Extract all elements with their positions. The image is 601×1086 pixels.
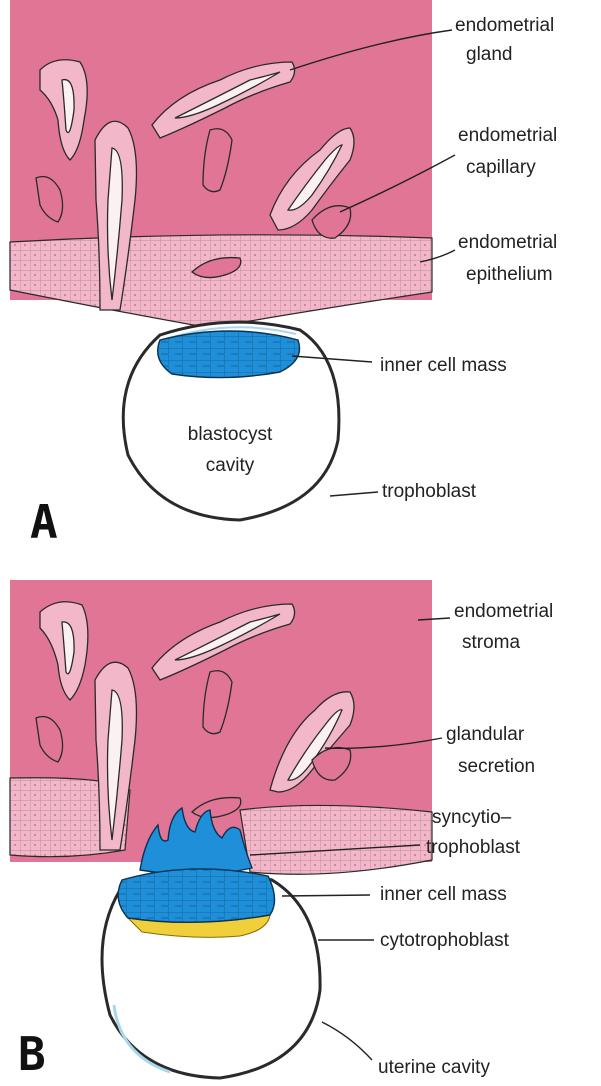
label-endometrial-stroma-2: stroma <box>462 632 521 653</box>
label-endometrial-gland-2: gland <box>466 44 513 65</box>
label-endometrial-stroma-1: endometrial <box>454 601 553 622</box>
label-glandular-secretion-1: glandular <box>446 724 525 745</box>
label-endometrial-epithelium-2: epithelium <box>466 264 553 285</box>
blastocyst-a <box>123 322 339 520</box>
leader-icm-b <box>282 895 370 896</box>
blastocyst-b <box>102 869 320 1078</box>
label-blastocyst-cavity-1: blastocyst <box>188 424 273 445</box>
label-inner-cell-mass-a: inner cell mass <box>380 355 507 376</box>
label-endometrial-gland-1: endometrial <box>455 15 554 36</box>
epithelium-cells-a <box>10 235 432 328</box>
label-trophoblast-a: trophoblast <box>382 481 477 502</box>
panel-b: endometrial stroma glandular secretion s… <box>10 580 553 1081</box>
label-syncytiotrophoblast-1: syncytio– <box>432 807 512 828</box>
label-glandular-secretion-2: secretion <box>458 756 535 777</box>
label-blastocyst-cavity-2: cavity <box>206 455 255 476</box>
label-endometrial-epithelium-1: endometrial <box>458 232 557 253</box>
label-uterine-cavity: uterine cavity <box>378 1057 490 1078</box>
label-endometrial-capillary-2: capillary <box>466 157 536 178</box>
leader-trophoblast-a <box>330 492 378 496</box>
panel-letter-b: B <box>18 1027 46 1081</box>
panel-letter-a: A <box>30 495 58 549</box>
label-syncytiotrophoblast-2: trophoblast <box>426 837 521 858</box>
label-cytotrophoblast: cytotrophoblast <box>380 930 510 951</box>
label-endometrial-capillary-1: endometrial <box>458 125 557 146</box>
panel-a: endometrial gland endometrial capillary … <box>10 0 557 549</box>
label-inner-cell-mass-b: inner cell mass <box>380 884 507 905</box>
leader-uterine-cavity <box>322 1022 372 1060</box>
